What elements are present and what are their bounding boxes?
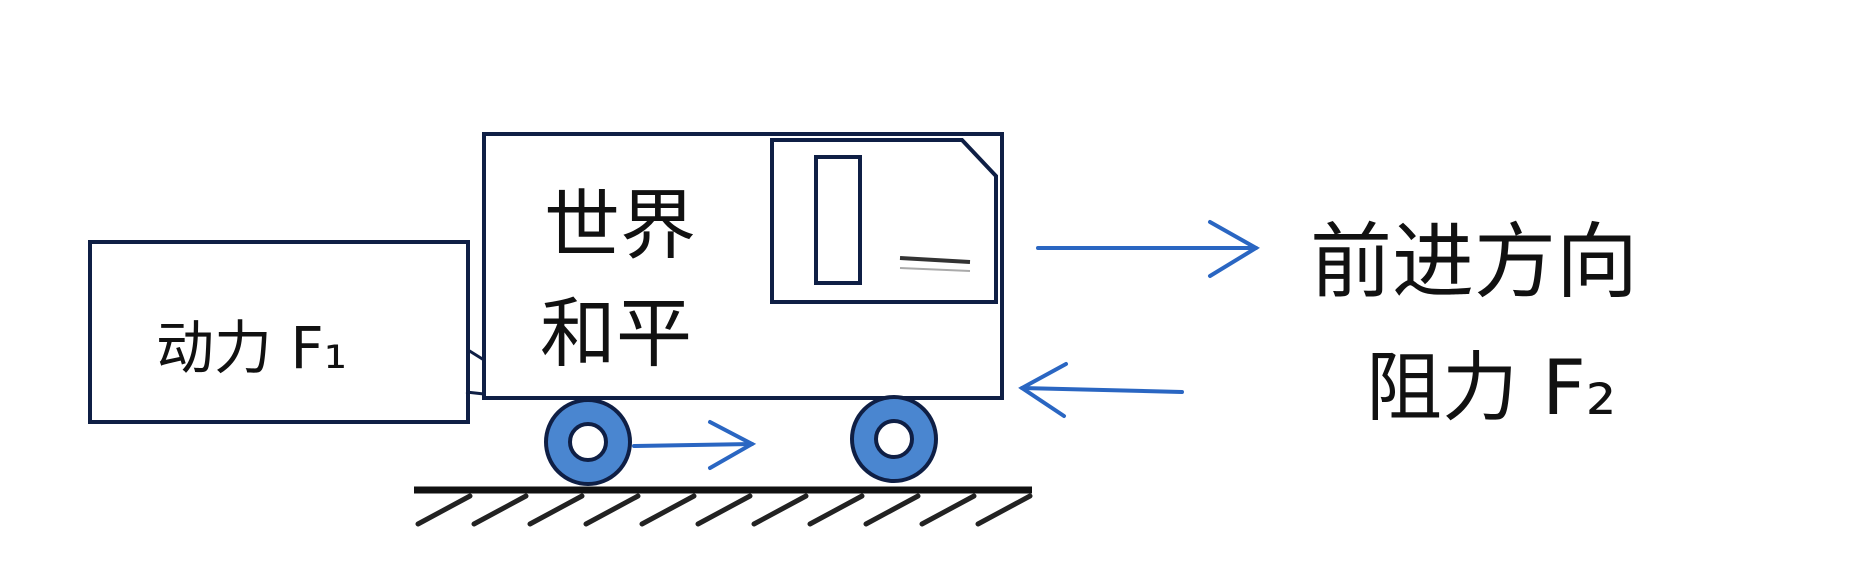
- front-wheel: [850, 395, 938, 483]
- resistance-label: 阻力 F₂: [1366, 343, 1616, 432]
- driving-force-box: [88, 240, 470, 424]
- ground-hatch-line: [471, 493, 529, 527]
- ground-hatching: [415, 493, 1033, 527]
- rear-wheel: [544, 398, 632, 486]
- truck-text-line1: 世界: [544, 181, 696, 270]
- direction-label: 前进方向: [1310, 215, 1638, 310]
- direction-arrow: [1036, 220, 1260, 278]
- door-handle: [899, 256, 971, 264]
- ground-hatch-line: [863, 493, 921, 527]
- ground-hatch-line: [751, 493, 809, 527]
- driving-force-label: 动力 F₁: [156, 314, 347, 382]
- door-handle-shadow: [899, 267, 971, 272]
- resistance-arrow: [1018, 362, 1184, 418]
- ground-hatch-line: [695, 493, 753, 527]
- cab-door-window: [814, 155, 862, 285]
- ground-hatch-line: [527, 493, 585, 527]
- wheel-motion-arrow: [632, 420, 757, 470]
- box-connector: [465, 348, 485, 396]
- ground-hatch-line: [807, 493, 865, 527]
- truck-text-line2: 和平: [540, 289, 692, 378]
- truck-cab-window: [770, 138, 998, 304]
- ground-hatch-line: [583, 493, 641, 527]
- ground-hatch-line: [639, 493, 697, 527]
- ground-hatch-line: [415, 493, 473, 527]
- ground-hatch-line: [975, 493, 1033, 527]
- ground-hatch-line: [919, 493, 977, 527]
